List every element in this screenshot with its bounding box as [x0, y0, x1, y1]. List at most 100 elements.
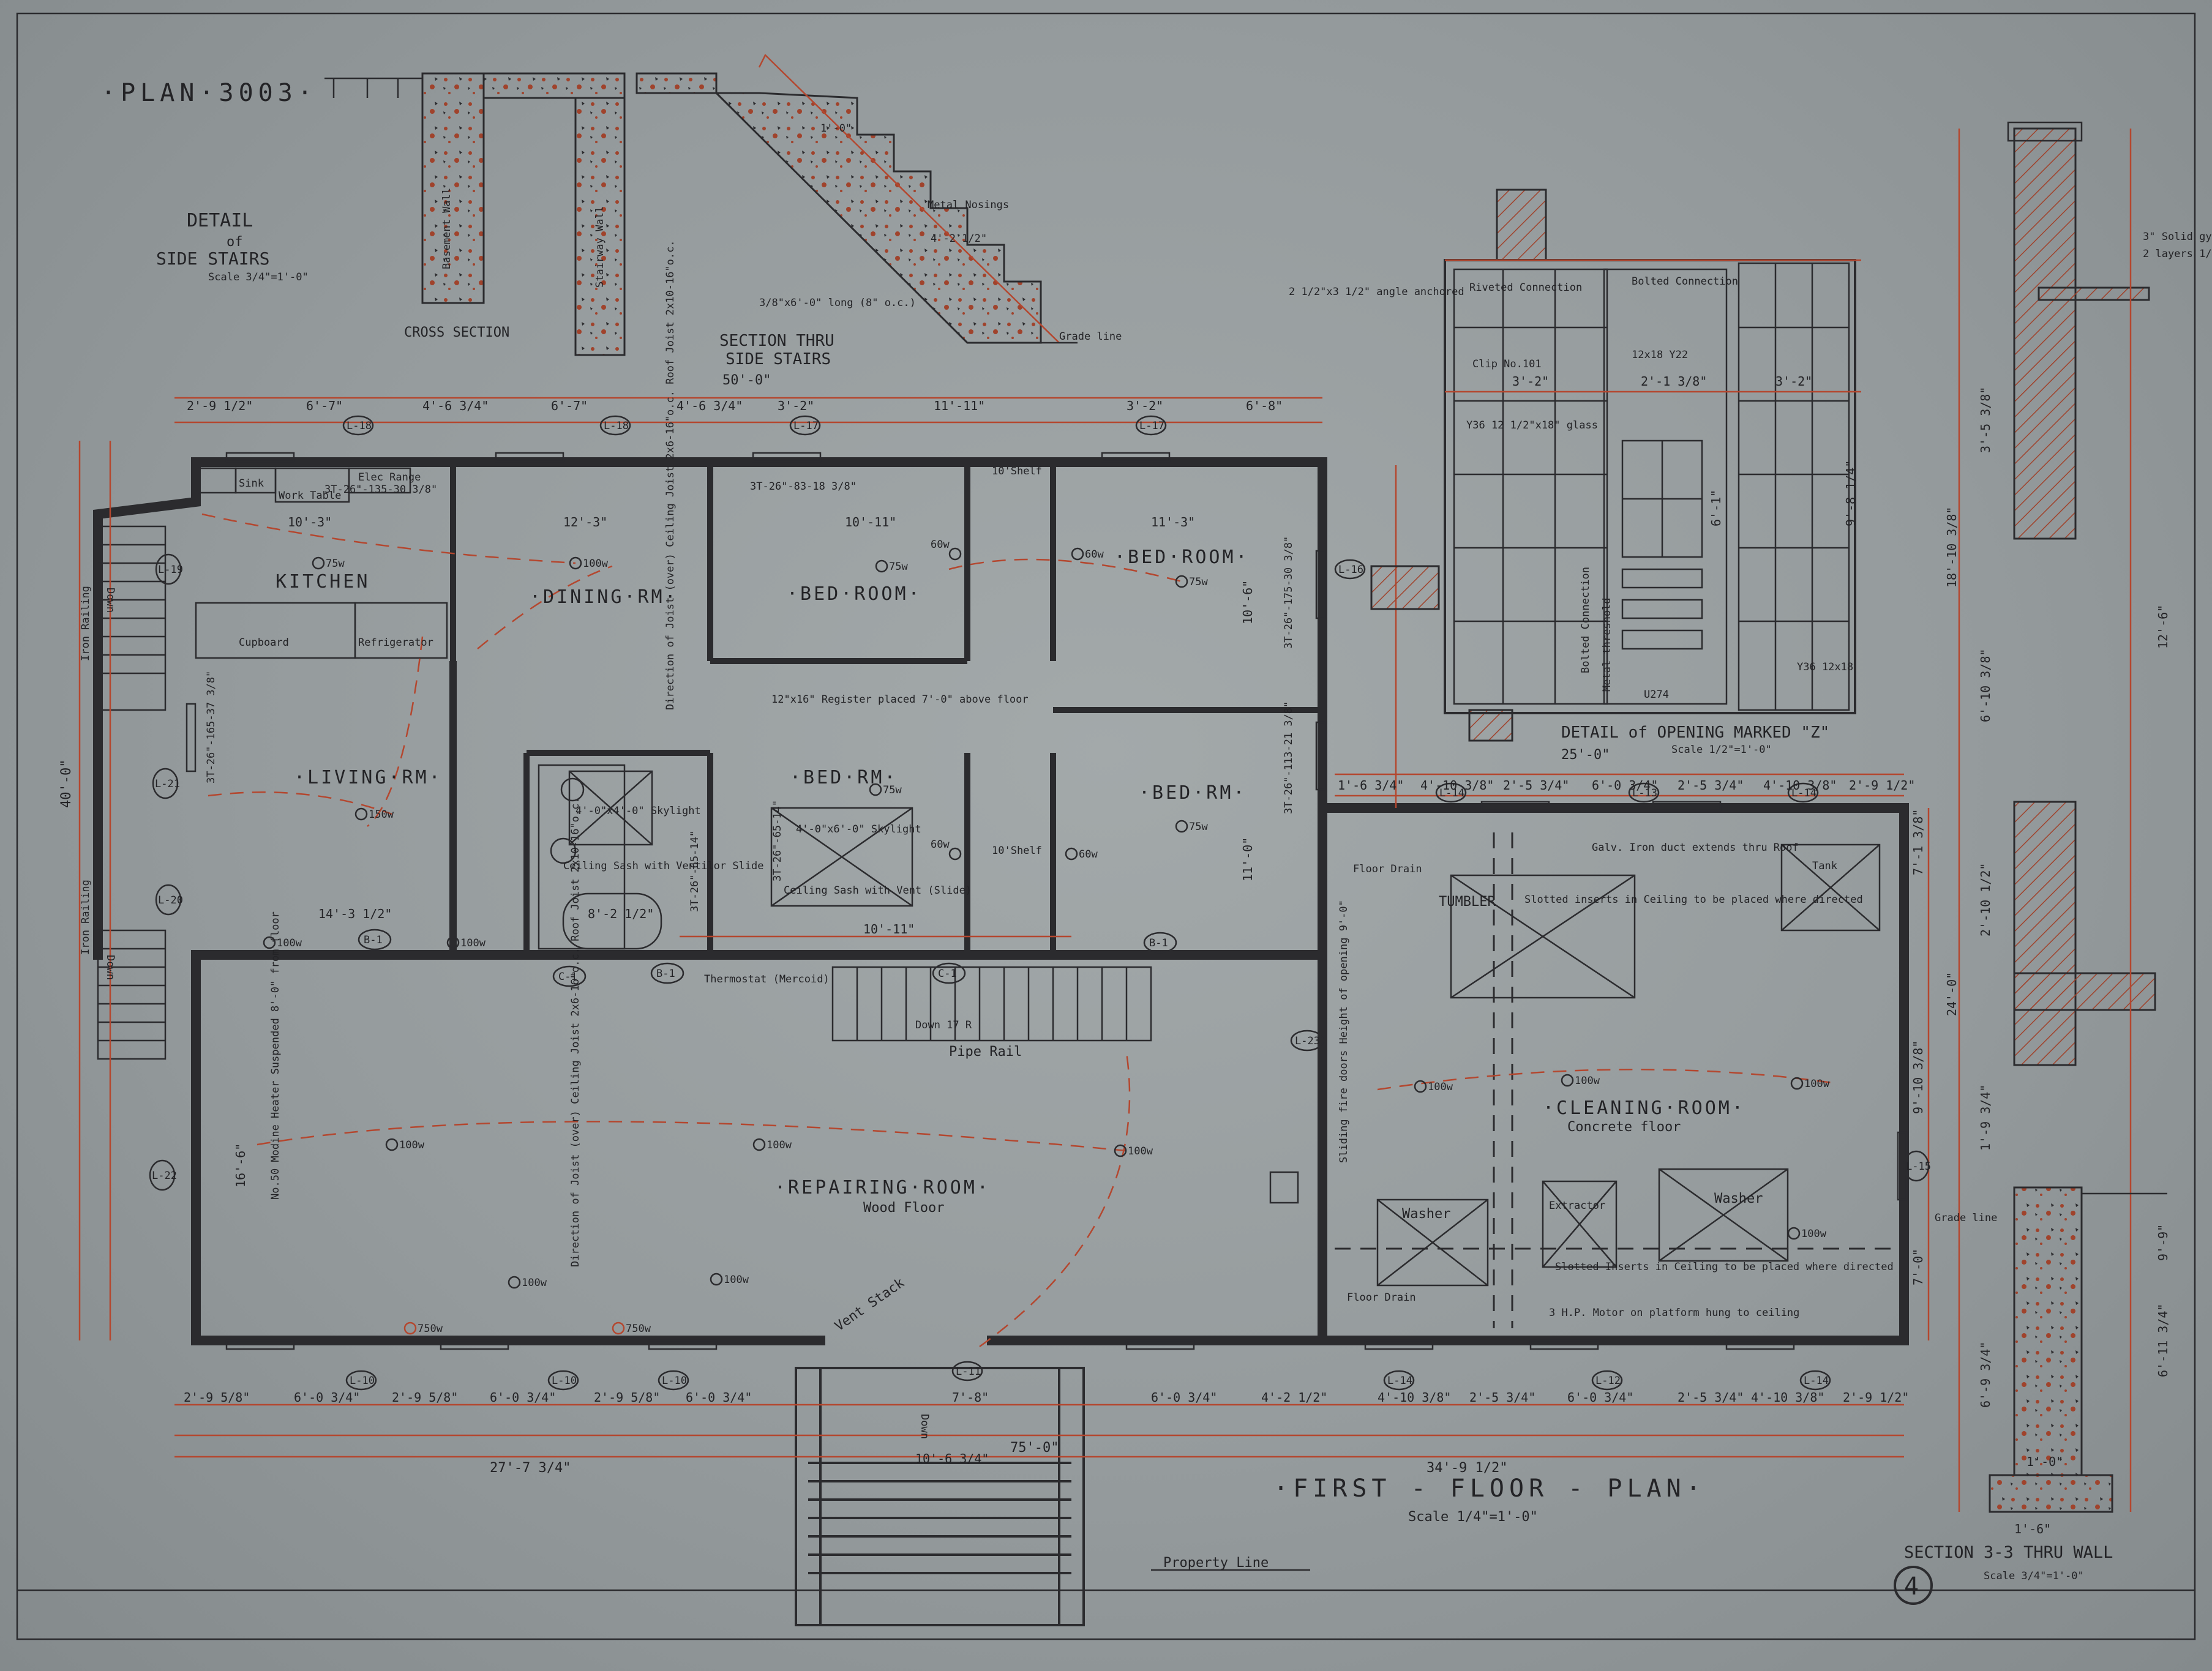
dim-bottom-13: 4'-10 3/8"	[1751, 1390, 1824, 1405]
wall-dim-7: 6'-11 3/4"	[2156, 1304, 2170, 1377]
dim-living-width: 14'-3 1/2"	[318, 907, 392, 921]
riser-dimension: 1'-0"	[820, 122, 852, 135]
detail-title-line1: DETAIL	[187, 210, 253, 231]
dim-top-7: 3'-2"	[1127, 398, 1163, 413]
wall-section-scale: Scale 3/4"=1'-0"	[1984, 1570, 2084, 1582]
tag-l14a: L-14	[1439, 787, 1464, 799]
down-label-2: Down	[104, 955, 116, 980]
tag-l10a: L-10	[350, 1375, 375, 1387]
wall-total-dim: 18'-10 3/8"	[1944, 507, 1959, 588]
tag-b1c: B-1	[1149, 937, 1168, 949]
work-table-label: Work Table	[279, 490, 341, 502]
glass-label: Y36 12 1/2"x18" glass	[1466, 419, 1598, 432]
wall-dim-1: 3'-5 3/8"	[1978, 387, 1993, 453]
dim-bottom-11: 6'-0 3/4"	[1567, 1390, 1633, 1405]
galv-duct-note: Galv. Iron duct extends thru Roof	[1592, 842, 1799, 854]
dim-cleaning-top-3: 6'-0 3/4"	[1592, 778, 1658, 793]
detail-scale: Scale 3/4"=1'-0"	[208, 271, 309, 283]
tag-b1a: B-1	[364, 934, 383, 946]
bolted-connection-label: Bolted Connection	[1632, 275, 1738, 288]
sliding-doors-note: Sliding fire doors Height of opening 9'-…	[1338, 900, 1350, 1163]
dim-bottom-10: 2'-5 3/4"	[1469, 1390, 1535, 1405]
first-floor-plan-scale: Scale 1/4"=1'-0"	[1408, 1509, 1538, 1525]
light-bed-3: 75w	[883, 784, 902, 796]
wall-base-dim: 1'-6"	[2014, 1522, 2051, 1536]
dim-dining-width: 12'-3"	[563, 515, 607, 529]
dim-bottom-1: 6'-0 3/4"	[294, 1390, 360, 1405]
dimension-text: 50'-0" 75'-0" 40'-0" 2'-9 1/2" 6'-7" 4'-…	[59, 373, 1959, 1476]
dim-bottom-5: 6'-0 3/4"	[686, 1390, 752, 1405]
tag-l17a: L-17	[793, 420, 819, 432]
dim-overall-bottom: 75'-0"	[1010, 1440, 1059, 1456]
window-spec-bedroom: 3T-26"-83-18 3/8"	[750, 480, 857, 493]
dim-top-3: 6'-7"	[551, 398, 588, 413]
kitchen-label: KITCHEN	[276, 571, 370, 593]
sheet-number: 4	[1904, 1572, 1919, 1601]
dim-cleaning-top-0: 1'-6 3/4"	[1338, 778, 1404, 793]
wall-dim-8: 6'-9 3/4"	[1978, 1342, 1993, 1408]
shelf-1-label: 10'Shelf	[992, 465, 1042, 477]
detail-title-line2: of	[227, 234, 243, 250]
dim-stair-run: 10'-6 3/4"	[915, 1451, 989, 1466]
tag-c1b: C-1	[938, 968, 957, 980]
slotted-inserts-1: Slotted inserts in Ceiling to be placed …	[1524, 894, 1863, 906]
first-floor-plan-title: ·FIRST - FLOOR - PLAN·	[1273, 1475, 1706, 1503]
wall-dim-2: 12'-6"	[2156, 605, 2170, 649]
tag-l23: L-23	[1295, 1035, 1320, 1047]
dim-cleaning-top-2: 2'-5 3/4"	[1503, 778, 1569, 793]
wall-dim-4: 2'-10 1/2"	[1978, 863, 1993, 936]
tumbler-label: TUMBLER	[1439, 894, 1496, 910]
tag-l14c: L-14	[1387, 1375, 1412, 1387]
ceiling-sash-1: Ceiling Sash with Ventilor Slide	[563, 860, 764, 872]
light-repair-1: 100w	[399, 1139, 425, 1151]
window-spec-right-upper: 3T-26"-175-30 3/8"	[1283, 536, 1295, 649]
stair-grade-line: Grade line	[1059, 331, 1122, 343]
dim-cleaning-top-4: 2'-5 3/4"	[1678, 778, 1744, 793]
bedroom-3-label: ·BED·RM·	[790, 767, 898, 788]
dim-bottom-12: 2'-5 3/4"	[1678, 1390, 1744, 1405]
dim-bed1-width: 10'-11"	[845, 515, 896, 529]
light-repair-4: 100w	[522, 1277, 547, 1289]
range-label: Elec Range	[358, 471, 421, 484]
dim-bottom-8: 4'-2 1/2"	[1261, 1390, 1327, 1405]
light-repair-2: 100w	[767, 1139, 792, 1151]
joist-note-repair: Direction of Joist (over) Ceiling Joist …	[569, 797, 582, 1267]
tag-bubbles: B-1 B-1 B-1 C-1 C-1 L-23 L-18 L-18 L-17 …	[149, 415, 1931, 1391]
thermostat-label: Thermostat (Mercoid)	[704, 973, 830, 985]
dim-top-8: 6'-8"	[1246, 398, 1283, 413]
windows	[186, 452, 1908, 1350]
window-spec-right-lower: 3T-26"-113-21 3/8"	[1283, 701, 1295, 814]
light-bed-4: 75w	[1189, 821, 1208, 833]
dim-top-6: 11'-11"	[934, 398, 985, 413]
cross-section-title: CROSS SECTION	[404, 325, 509, 340]
dim-bottom-2: 2'-9 5/8"	[392, 1390, 458, 1405]
window-spec-kitchen: 3T-26"-135-30 3/8"	[324, 484, 437, 496]
washer-1-label: Washer	[1402, 1206, 1450, 1222]
tag-l18a: L-18	[347, 420, 372, 432]
stair-down-note: Down 17 R	[915, 1019, 972, 1031]
opening-w2: 2'-1 3/8"	[1641, 374, 1707, 389]
dim-top-5: 3'-2"	[778, 398, 814, 413]
dim-top-2: 4'-6 3/4"	[422, 398, 489, 413]
light-kitchen: 75w	[326, 558, 345, 570]
dim-bottom-14: 2'-9 1/2"	[1843, 1390, 1909, 1405]
opening-h1: 6'-1"	[1709, 490, 1723, 526]
dim-bottom-4: 2'-9 5/8"	[594, 1390, 660, 1405]
wall-dim-5: 1'-9 3/4"	[1978, 1085, 1993, 1151]
light-closet-2: 60w	[1085, 548, 1104, 561]
light-fixtures: 75w 100w 75w 75w 75w 75w 150w 60w 60w 60…	[263, 539, 1830, 1335]
bedroom-1-label: ·BED·ROOM·	[787, 583, 922, 605]
dim-bottom-9: 4'-10 3/8"	[1378, 1390, 1451, 1405]
motor-note: 3 H.P. Motor on platform hung to ceiling	[1549, 1307, 1799, 1319]
ceiling-sash-2: Ceiling Sash with Vent (Slide)	[784, 884, 972, 897]
dim-bottom-3: 6'-0 3/4"	[490, 1390, 556, 1405]
opening-w1: 3'-2"	[1512, 374, 1549, 389]
dim-bottom-split-a: 27'-7 3/4"	[490, 1460, 571, 1476]
dim-top-4: 4'-6 3/4"	[677, 398, 743, 413]
wall-grade-line: Grade line	[1935, 1212, 1997, 1224]
window-spec-living: 3T-26"-165-37 3/8"	[205, 671, 217, 783]
basement-wall-label: Basement Wall	[441, 188, 453, 269]
dim-overall-left: 40'-0"	[59, 760, 74, 808]
light-bed-1: 75w	[889, 561, 908, 573]
